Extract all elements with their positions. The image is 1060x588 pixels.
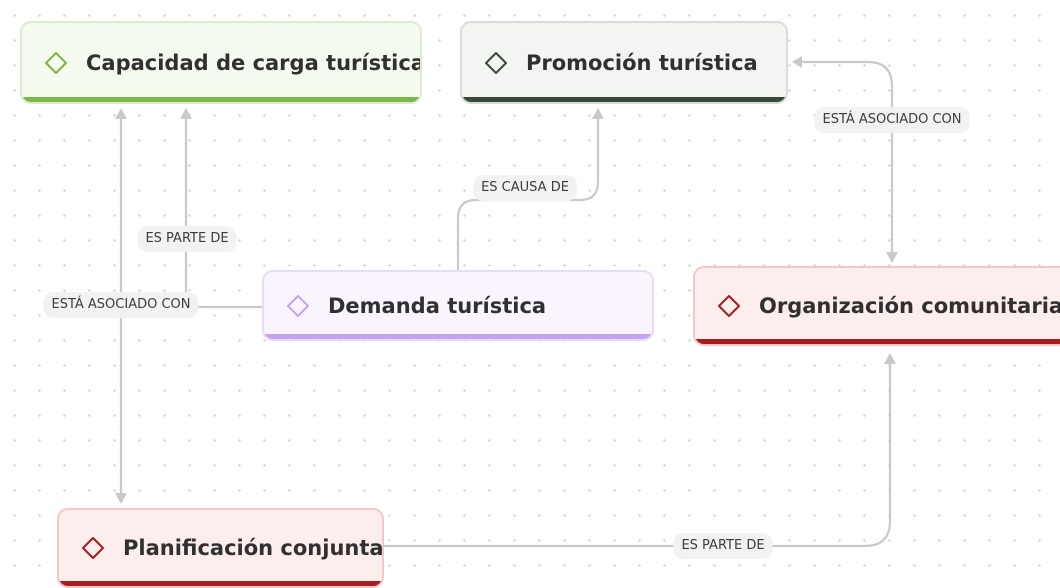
edge-es-parte-planificacion xyxy=(384,353,896,548)
diamond-icon xyxy=(45,51,67,74)
node-label: Planificación conjunta xyxy=(123,536,384,560)
node-planificacion-conjunta[interactable]: Planificación conjunta xyxy=(57,508,384,588)
diamond-icon xyxy=(485,51,507,74)
edge-asociado-promocion xyxy=(792,56,898,263)
node-label: Demanda turística xyxy=(328,293,547,318)
node-promocion-turistica[interactable]: Promoción turística xyxy=(460,21,788,104)
node-capacidad-de-carga-turistica[interactable]: Capacidad de carga turística xyxy=(20,21,422,104)
edge-label-es-parte-de[interactable]: ES PARTE DE xyxy=(673,533,773,559)
edge-es-parte-capacidad xyxy=(180,108,262,309)
node-label: Organización comunitaria xyxy=(759,294,1060,318)
edge-label-esta-asociado-con[interactable]: ESTÁ ASOCIADO CON xyxy=(814,107,970,133)
node-label: Capacidad de carga turística xyxy=(86,50,422,75)
diamond-icon xyxy=(82,537,104,559)
node-organizacion-comunitaria[interactable]: Organización comunitaria xyxy=(693,266,1060,346)
edge-label-es-causa-de[interactable]: ES CAUSA DE xyxy=(473,175,577,201)
node-label: Promoción turística xyxy=(526,50,758,75)
edge-label-esta-asociado-con[interactable]: ESTÁ ASOCIADO CON xyxy=(43,292,199,318)
diamond-icon xyxy=(287,294,309,317)
diamond-icon xyxy=(718,295,740,317)
node-demanda-turistica[interactable]: Demanda turística xyxy=(262,270,654,341)
edge-label-es-parte-de[interactable]: ES PARTE DE xyxy=(137,226,237,252)
